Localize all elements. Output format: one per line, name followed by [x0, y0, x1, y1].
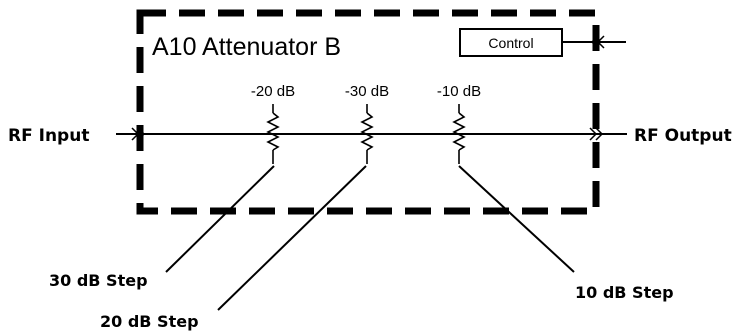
- attenuator-1-value: -20 dB: [251, 83, 295, 100]
- module-enclosure: [136, 9, 600, 215]
- step-3-leader-line: [458, 165, 575, 273]
- rf-input-arrow-icon: [131, 127, 146, 141]
- resistor-2-icon: [360, 104, 374, 164]
- step-1-leader-line: [165, 165, 275, 273]
- rf-output-label: RF Output: [634, 126, 732, 146]
- control-box: Control: [459, 28, 563, 57]
- step-2-leader-line: [217, 165, 367, 311]
- control-label: Control: [488, 35, 533, 51]
- rf-output-arrow-icon: [589, 127, 604, 141]
- step-1-label: 30 dB Step: [49, 271, 148, 290]
- attenuator-3-value: -10 dB: [437, 83, 481, 100]
- step-2-label: 20 dB Step: [100, 312, 199, 331]
- step-3-label: 10 dB Step: [575, 283, 674, 302]
- resistor-3-icon: [452, 104, 466, 164]
- control-arrow-icon: [590, 35, 605, 49]
- rf-input-label: RF Input: [8, 126, 89, 146]
- attenuator-2-value: -30 dB: [345, 83, 389, 100]
- module-title: A10 Attenuator B: [152, 33, 341, 61]
- resistor-1-icon: [266, 104, 280, 164]
